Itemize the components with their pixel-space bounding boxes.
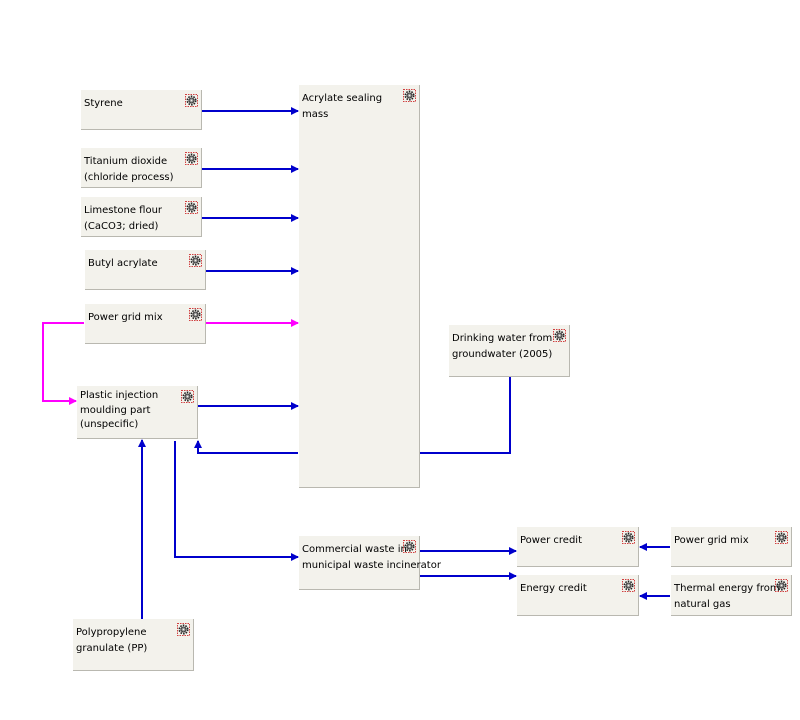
process-box-power-credit[interactable]: Power credit <box>517 527 639 567</box>
process-label-polypropylene: Polypropylene granulate (PP) <box>76 627 148 654</box>
process-gear-icon <box>177 623 190 636</box>
process-label-power-grid-mix: Power grid mix <box>674 535 749 546</box>
process-gear-icon <box>185 94 198 107</box>
process-gear-icon <box>775 531 788 544</box>
process-box-power-grid-mix-right[interactable]: Power grid mix <box>671 527 792 567</box>
process-gear-icon <box>181 390 194 403</box>
process-label-power-grid-mix: Power grid mix <box>88 312 163 323</box>
process-label-titanium-dioxide: Titanium dioxide (chloride process) <box>84 156 174 183</box>
flow-water-to-acrylate[interactable] <box>420 377 511 454</box>
process-box-energy-credit[interactable]: Energy credit <box>517 575 639 616</box>
process-box-drinking-water[interactable]: Drinking water from groundwater (2005) <box>449 325 570 377</box>
flow-power-to-plastic[interactable] <box>42 322 84 405</box>
process-box-polypropylene[interactable]: Polypropylene granulate (PP) <box>73 619 194 671</box>
process-label-energy-credit: Energy credit <box>520 583 587 594</box>
process-label-thermal-energy: Thermal energy from natural gas <box>674 583 780 610</box>
process-gear-icon <box>403 89 416 102</box>
process-box-acrylate-sealing-mass[interactable]: Acrylate sealing mass <box>299 85 420 488</box>
process-box-commercial-waste[interactable]: Commercial waste in municipal waste inci… <box>299 536 441 590</box>
process-gear-icon <box>185 152 198 165</box>
process-box-power-grid-mix-left[interactable]: Power grid mix <box>85 304 206 344</box>
process-label-drinking-water: Drinking water from groundwater (2005) <box>452 333 553 360</box>
process-box-thermal-energy[interactable]: Thermal energy from natural gas <box>671 575 792 616</box>
process-box-limestone-flour[interactable]: Limestone flour (CaCO3; dried) <box>81 197 202 237</box>
process-gear-icon <box>189 308 202 321</box>
flow-plastic-to-waste[interactable] <box>174 441 299 561</box>
process-label-power-credit: Power credit <box>520 535 583 546</box>
process-gear-icon <box>775 579 788 592</box>
flow-acrylate-to-plastic[interactable] <box>194 440 298 454</box>
process-gear-icon <box>403 540 416 553</box>
process-box-butyl-acrylate[interactable]: Butyl acrylate <box>85 250 206 290</box>
process-gear-icon <box>553 329 566 342</box>
process-label-plastic-injection: Plastic injection moulding part (unspeci… <box>80 390 159 430</box>
process-box-styrene[interactable]: Styrene <box>81 90 202 130</box>
process-label-butyl-acrylate: Butyl acrylate <box>88 258 158 269</box>
process-box-plastic-injection[interactable]: Plastic injection moulding part (unspeci… <box>77 386 198 439</box>
process-label-acrylate-sealing-mass: Acrylate sealing mass <box>302 93 383 120</box>
process-box-titanium-dioxide[interactable]: Titanium dioxide (chloride process) <box>81 148 202 188</box>
process-gear-icon <box>185 201 198 214</box>
process-gear-icon <box>189 254 202 267</box>
process-gear-icon <box>622 579 635 592</box>
process-label-styrene: Styrene <box>84 98 123 109</box>
process-label-limestone-flour: Limestone flour (CaCO3; dried) <box>84 205 163 232</box>
process-label-commercial-waste: Commercial waste in municipal waste inci… <box>302 544 441 571</box>
process-gear-icon <box>622 531 635 544</box>
